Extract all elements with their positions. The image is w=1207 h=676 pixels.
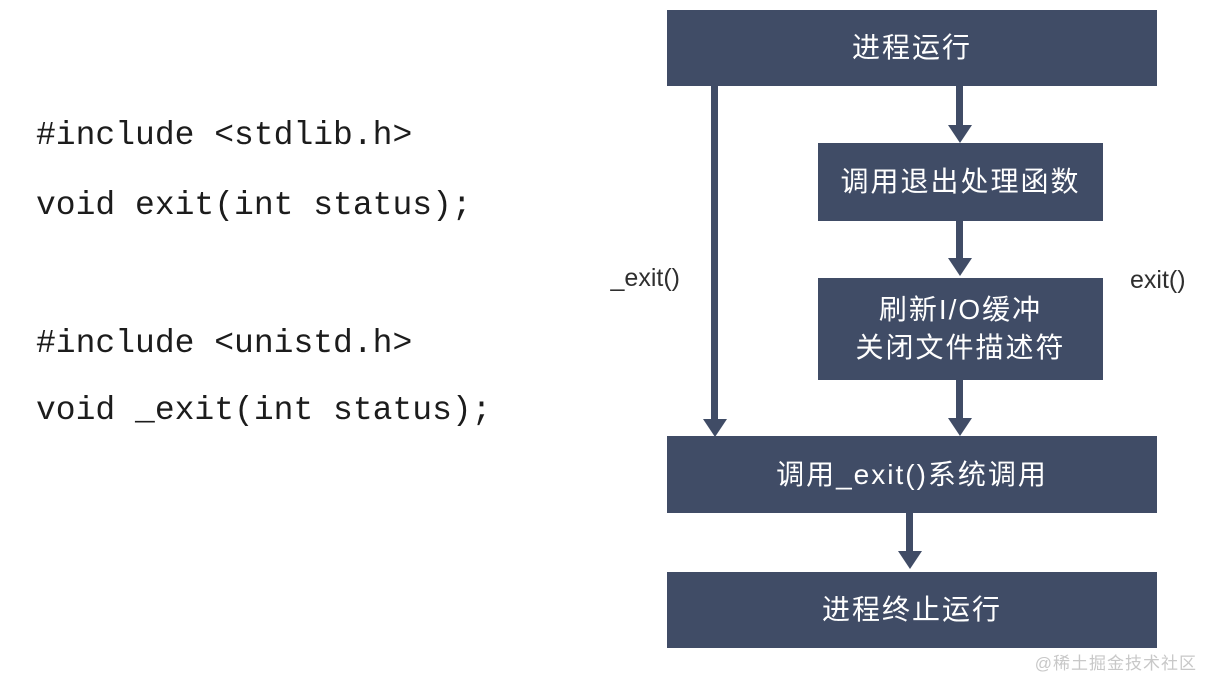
watermark-juejin: @稀土掘金技术社区 xyxy=(1034,654,1197,673)
node-process-running: 进程运行 xyxy=(667,10,1157,86)
node-process-running-label: 进程运行 xyxy=(851,32,972,63)
edge-label-exit: exit() xyxy=(1130,266,1186,294)
node-call-exit-handlers: 调用退出处理函数 xyxy=(818,143,1103,221)
arrow-left-exit-line xyxy=(711,86,718,420)
code-line-include-stdlib: #include <stdlib.h> xyxy=(36,117,413,154)
node-flush-io-label-line2: 关闭文件描述符 xyxy=(855,332,1066,363)
node-flush-io-label-line1: 刷新I/O缓冲 xyxy=(878,294,1043,325)
arrow-syscall-to-terminated-line xyxy=(906,513,913,553)
node-process-terminated: 进程终止运行 xyxy=(667,572,1157,648)
node-call-exit-syscall: 调用_exit()系统调用 xyxy=(667,436,1157,513)
node-call-exit-syscall-label: 调用_exit()系统调用 xyxy=(776,458,1048,490)
code-line-include-unistd: #include <unistd.h> xyxy=(36,325,413,362)
arrow-flush-to-syscall-line xyxy=(956,380,963,419)
code-line-exit-prototype: void exit(int status); xyxy=(36,187,472,224)
node-process-terminated-label: 进程终止运行 xyxy=(821,594,1002,625)
arrow-flush-to-syscall-head-icon xyxy=(948,418,972,436)
arrow-left-exit-head-icon xyxy=(703,419,727,437)
arrow-syscall-to-terminated-head-icon xyxy=(898,551,922,569)
node-flush-io: 刷新I/O缓冲 关闭文件描述符 xyxy=(818,278,1103,380)
arrow-run-to-handlers-head-icon xyxy=(948,125,972,143)
node-call-exit-handlers-label: 调用退出处理函数 xyxy=(840,166,1081,197)
arrow-handlers-to-flush-head-icon xyxy=(948,258,972,276)
edge-label-underscore-exit: _exit() xyxy=(610,264,680,292)
arrow-handlers-to-flush-line xyxy=(956,221,963,259)
code-line-underscore-exit-prototype: void _exit(int status); xyxy=(36,392,492,429)
arrow-run-to-handlers-line xyxy=(956,86,963,126)
